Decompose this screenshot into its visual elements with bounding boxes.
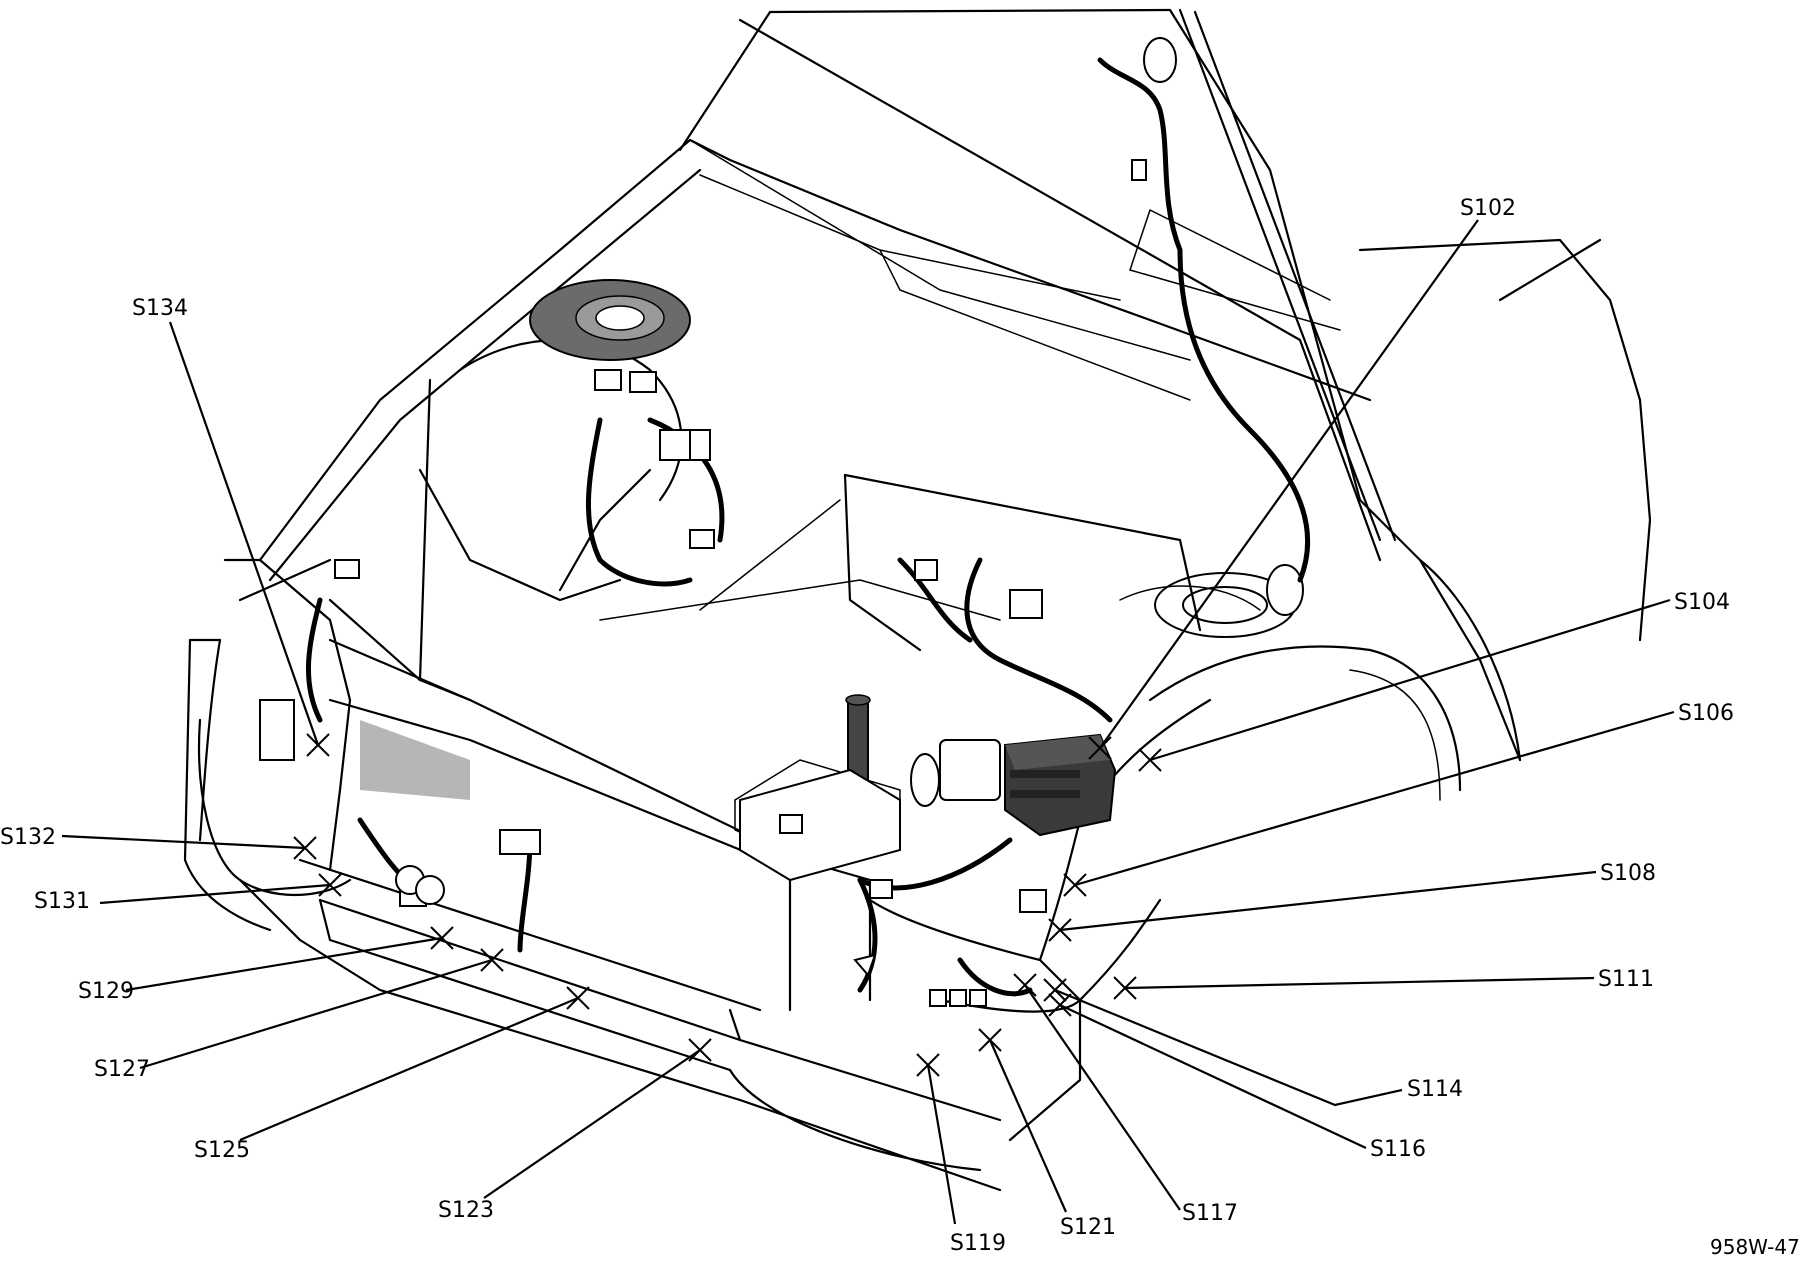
leader-s125 bbox=[239, 996, 579, 1142]
leader-s116 bbox=[1059, 1004, 1367, 1149]
leader-s131 bbox=[99, 883, 331, 905]
label-s111: S111 bbox=[1598, 967, 1654, 992]
label-s121: S121 bbox=[1060, 1215, 1116, 1240]
splice-leaders bbox=[61, 219, 1675, 1225]
label-s129: S129 bbox=[78, 979, 134, 1004]
label-s127: S127 bbox=[94, 1057, 150, 1082]
leader-s104 bbox=[1149, 598, 1671, 762]
leader-s114 bbox=[1054, 988, 1403, 1107]
label-s123: S123 bbox=[438, 1198, 494, 1223]
leader-s106 bbox=[1074, 710, 1675, 887]
label-s114: S114 bbox=[1407, 1077, 1463, 1102]
label-s125: S125 bbox=[194, 1138, 250, 1163]
label-s132: S132 bbox=[0, 825, 56, 850]
leader-s123 bbox=[483, 1049, 701, 1199]
leader-s108 bbox=[1059, 870, 1597, 932]
vehicle-body-outline bbox=[183, 8, 1652, 1192]
leader-s132 bbox=[61, 834, 306, 850]
leader-s127 bbox=[139, 958, 493, 1070]
figure-code: 958W-47 bbox=[1710, 1235, 1800, 1259]
splice-labels: S102 S104 S106 S108 S111 S114 S116 S117 … bbox=[0, 196, 1734, 1256]
label-s117: S117 bbox=[1182, 1201, 1238, 1226]
leader-s117 bbox=[1024, 984, 1181, 1211]
label-s102: S102 bbox=[1460, 196, 1516, 221]
leader-s111 bbox=[1124, 976, 1595, 990]
label-s106: S106 bbox=[1678, 701, 1734, 726]
components bbox=[259, 37, 1311, 1007]
leader-s121 bbox=[988, 1039, 1068, 1213]
label-s134: S134 bbox=[132, 296, 188, 321]
leader-s134 bbox=[168, 321, 320, 746]
leader-s129 bbox=[125, 936, 443, 992]
label-s116: S116 bbox=[1370, 1137, 1426, 1162]
leader-s102 bbox=[1099, 219, 1479, 749]
label-s104: S104 bbox=[1674, 590, 1730, 615]
leader-s119 bbox=[926, 1064, 957, 1225]
label-s119: S119 bbox=[950, 1231, 1006, 1256]
label-s131: S131 bbox=[34, 889, 90, 914]
label-s108: S108 bbox=[1600, 861, 1656, 886]
